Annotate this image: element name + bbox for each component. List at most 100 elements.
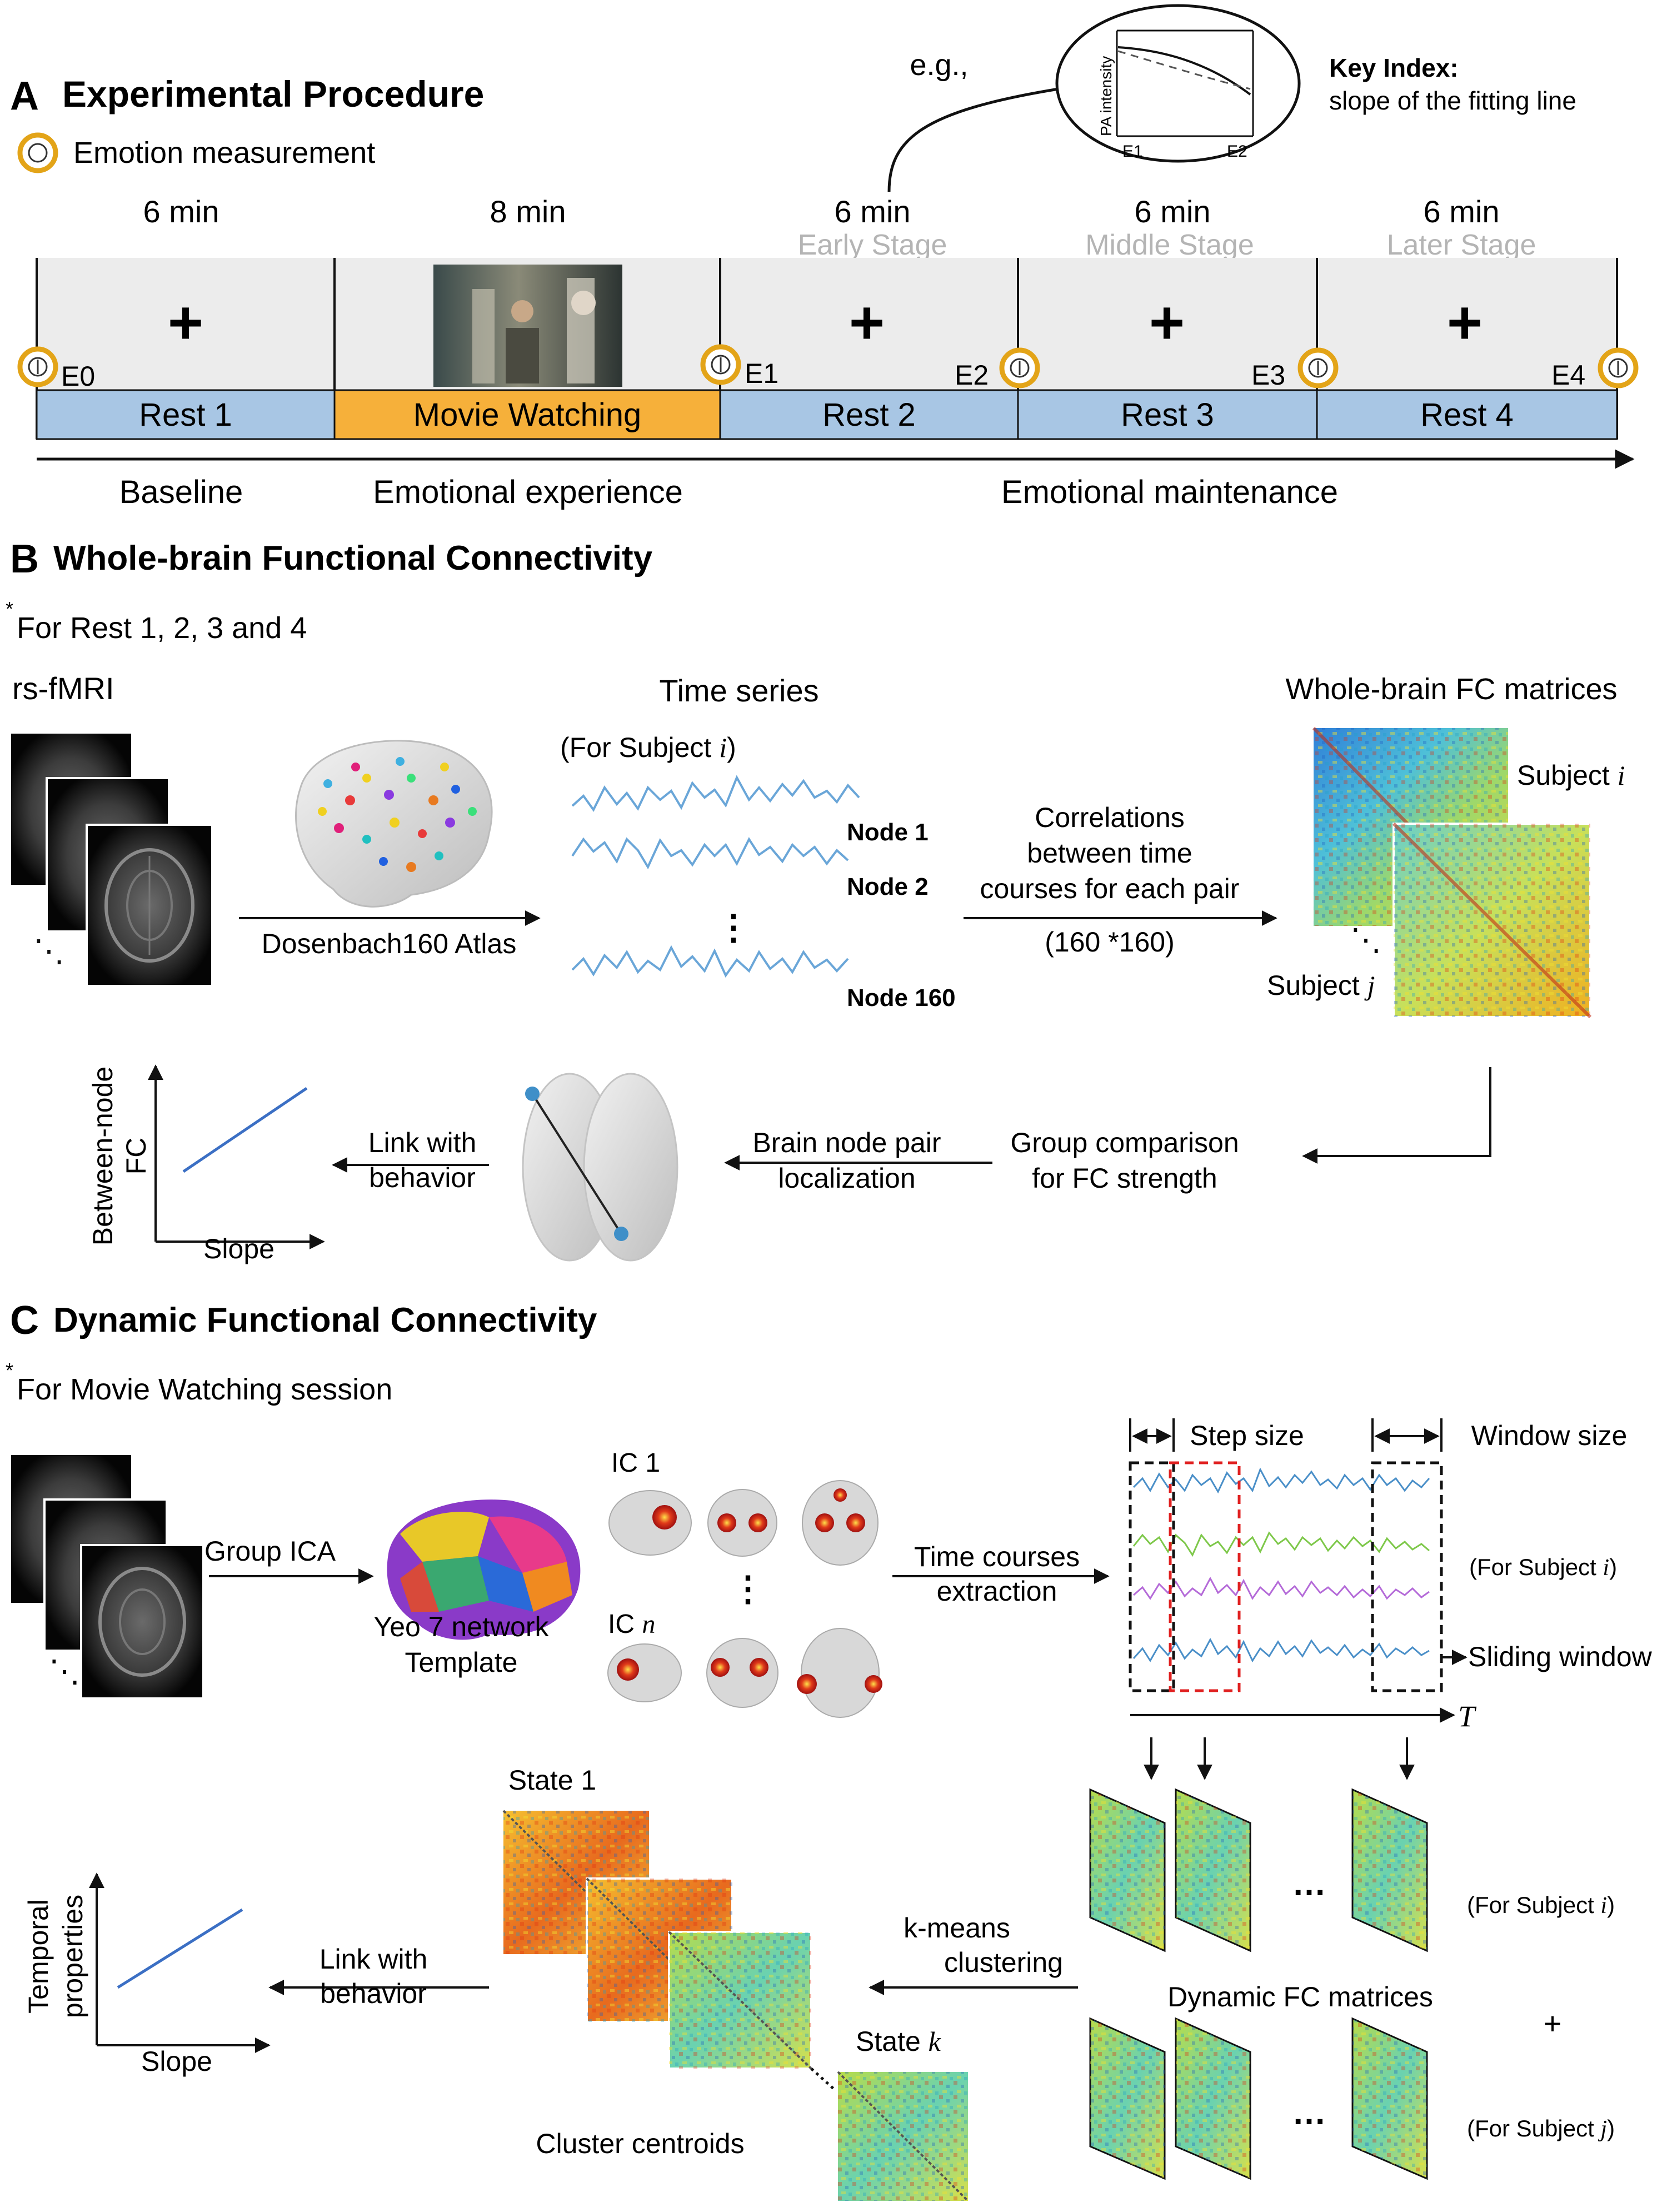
- window-size-label: Window size: [1471, 1420, 1628, 1451]
- ic1-label: IC 1: [611, 1448, 660, 1478]
- step-size-label: Step size: [1190, 1420, 1304, 1451]
- measurement-icon-e1: [700, 344, 741, 385]
- measure-e2: E2: [955, 360, 989, 391]
- panel-a-title: Experimental Procedure: [62, 73, 484, 114]
- movie-still-image: [433, 265, 622, 387]
- rsfmri-stack-image: ⋱: [9, 731, 213, 987]
- session-movie-label: Movie Watching: [413, 397, 641, 433]
- fc-plot-xlabel: Slope: [203, 1233, 274, 1264]
- rsfmri-stack-dots: ⋱: [33, 933, 64, 968]
- tc-extraction-line-2: extraction: [937, 1576, 1057, 1607]
- group-comparison-line-1: Group comparison: [1010, 1127, 1239, 1158]
- duration-rest2: 6 min: [835, 194, 911, 229]
- movie-fmri-stack-dots: ⋱: [49, 1653, 80, 1688]
- inset-ylabel: PA intensity: [1097, 56, 1115, 136]
- link-behavior-c-line-2: behavior: [320, 1978, 427, 2009]
- subject-i-label: Subject i: [1517, 760, 1625, 791]
- correlation-line-1: Correlations: [1035, 802, 1185, 833]
- measurement-icon-e3: [1297, 347, 1339, 388]
- brain-node-pair-image: [522, 1073, 678, 1262]
- phase-experience: Emotional experience: [373, 474, 683, 510]
- panel-c-letter: C: [10, 1298, 39, 1343]
- template-label-1: Yeo 7 network: [373, 1611, 549, 1642]
- stage-later: Later Stage: [1387, 229, 1536, 261]
- emotion-measurement-legend: Emotion measurement: [73, 136, 375, 170]
- panel-c-title: Dynamic Functional Connectivity: [53, 1301, 597, 1339]
- example-inset: PA intensity E1 E2: [1055, 4, 1301, 163]
- session-rest1: [36, 389, 336, 440]
- duration-movie: 8 min: [490, 194, 566, 229]
- for-subject-i-traces: (For Subject i): [1469, 1554, 1617, 1581]
- node-2-label: Node 2: [847, 873, 929, 900]
- fixation-cross-rest2: +: [849, 288, 885, 357]
- ic-vdots: ⋮: [731, 1570, 765, 1608]
- stage-early: Early Stage: [798, 229, 947, 261]
- panel-c-note: For Movie Watching session: [17, 1373, 392, 1406]
- state-1-label: State 1: [508, 1765, 596, 1796]
- measure-e4: E4: [1551, 360, 1585, 391]
- for-subject-i-dyn: (For Subject i): [1467, 1892, 1615, 1919]
- yeo-network-template-image: [387, 1499, 581, 1640]
- correlation-line-3: courses for each pair: [980, 873, 1240, 904]
- example-label: e.g.,: [910, 48, 968, 82]
- fixation-cross-rest3: +: [1149, 288, 1185, 357]
- dynamic-fc-label: Dynamic FC matrices: [1167, 1981, 1433, 2012]
- panel-b-title: Whole-brain Functional Connectivity: [53, 539, 653, 577]
- panel-b: B Whole-brain Functional Connectivity * …: [6, 537, 1625, 1264]
- cluster-centroids-label: Cluster centroids: [536, 2128, 744, 2159]
- temporal-slope-plot: Temporal properties Slope: [23, 1872, 271, 2077]
- ic1-brain-maps: [608, 1480, 879, 1566]
- link-behavior-b-line-2: behavior: [369, 1162, 476, 1193]
- link-behavior-b-line-1: Link with: [368, 1127, 477, 1158]
- icn-label: IC n: [608, 1610, 655, 1639]
- panel-c-note-star: *: [6, 1359, 13, 1382]
- dynamic-fc-subject-i: [1089, 1788, 1428, 1952]
- dynamic-fc-j-ellipsis: …: [1292, 2094, 1326, 2132]
- inset-x1: E1: [1122, 142, 1143, 161]
- temporal-plot-xlabel: Slope: [141, 2046, 212, 2077]
- dosenbach-brain-image: [295, 740, 493, 908]
- temporal-plot-ylabel-1: Temporal: [23, 1899, 54, 2014]
- atlas-label: Dosenbach160 Atlas: [262, 928, 517, 959]
- panel-b-letter: B: [10, 537, 39, 581]
- sliding-window-2: [1169, 1461, 1241, 1692]
- measure-e3: E3: [1251, 360, 1285, 391]
- subject-j-label: Subject j: [1267, 970, 1375, 1001]
- state-k-label: State k: [856, 2026, 941, 2057]
- kmeans-line-1: k-means: [904, 1912, 1010, 1944]
- panel-a: A Experimental Procedure Emotion measure…: [10, 4, 1639, 510]
- localization-line-1: Brain node pair: [752, 1127, 941, 1158]
- session-rest3: [1017, 389, 1318, 440]
- panel-c: C Dynamic Functional Connectivity * For …: [6, 1298, 1653, 2202]
- fc-stack-dots: ⋱: [1350, 922, 1381, 957]
- fc-slope-plot: Between-node FC Slope: [87, 1064, 325, 1264]
- dynamic-fc-subject-j: [1089, 2017, 1428, 2180]
- group-ica-label: Group ICA: [204, 1536, 336, 1567]
- key-index-text: slope of the fitting line: [1329, 86, 1576, 115]
- session-movie: [333, 389, 721, 440]
- phase-baseline: Baseline: [119, 474, 243, 510]
- correlation-dims: (160 *160): [1045, 926, 1175, 958]
- session-rest2: [719, 389, 1019, 440]
- panel-b-note-star: *: [6, 597, 13, 620]
- fc-plot-ylabel-2: FC: [121, 1138, 152, 1175]
- measurement-icon-e0: [17, 346, 58, 387]
- node-160-label: Node 160: [847, 984, 956, 1012]
- template-label-2: Template: [405, 1647, 518, 1678]
- tc-extraction-line-1: Time courses: [914, 1541, 1080, 1572]
- cluster-centroid-matrices: [502, 1810, 969, 2202]
- panel-b-note: For Rest 1, 2, 3 and 4: [17, 611, 307, 645]
- fc-matrix-subject-j: [1392, 822, 1592, 1019]
- arrow-fc-to-group: [1302, 1067, 1491, 1164]
- measure-e0: E0: [61, 361, 95, 392]
- timeline-grey-box: [37, 258, 1617, 390]
- session-rest3-label: Rest 3: [1121, 397, 1214, 433]
- key-index-title: Key Index:: [1329, 53, 1459, 82]
- phase-maintenance: Emotional maintenance: [1001, 474, 1338, 510]
- sliding-window-label: Sliding window: [1468, 1641, 1653, 1672]
- for-subject-label: (For Subject i): [560, 732, 736, 763]
- fc-matrices-title: Whole-brain FC matrices: [1285, 672, 1617, 706]
- emotion-measurement-icon: [17, 132, 58, 173]
- session-rest4: [1316, 389, 1618, 440]
